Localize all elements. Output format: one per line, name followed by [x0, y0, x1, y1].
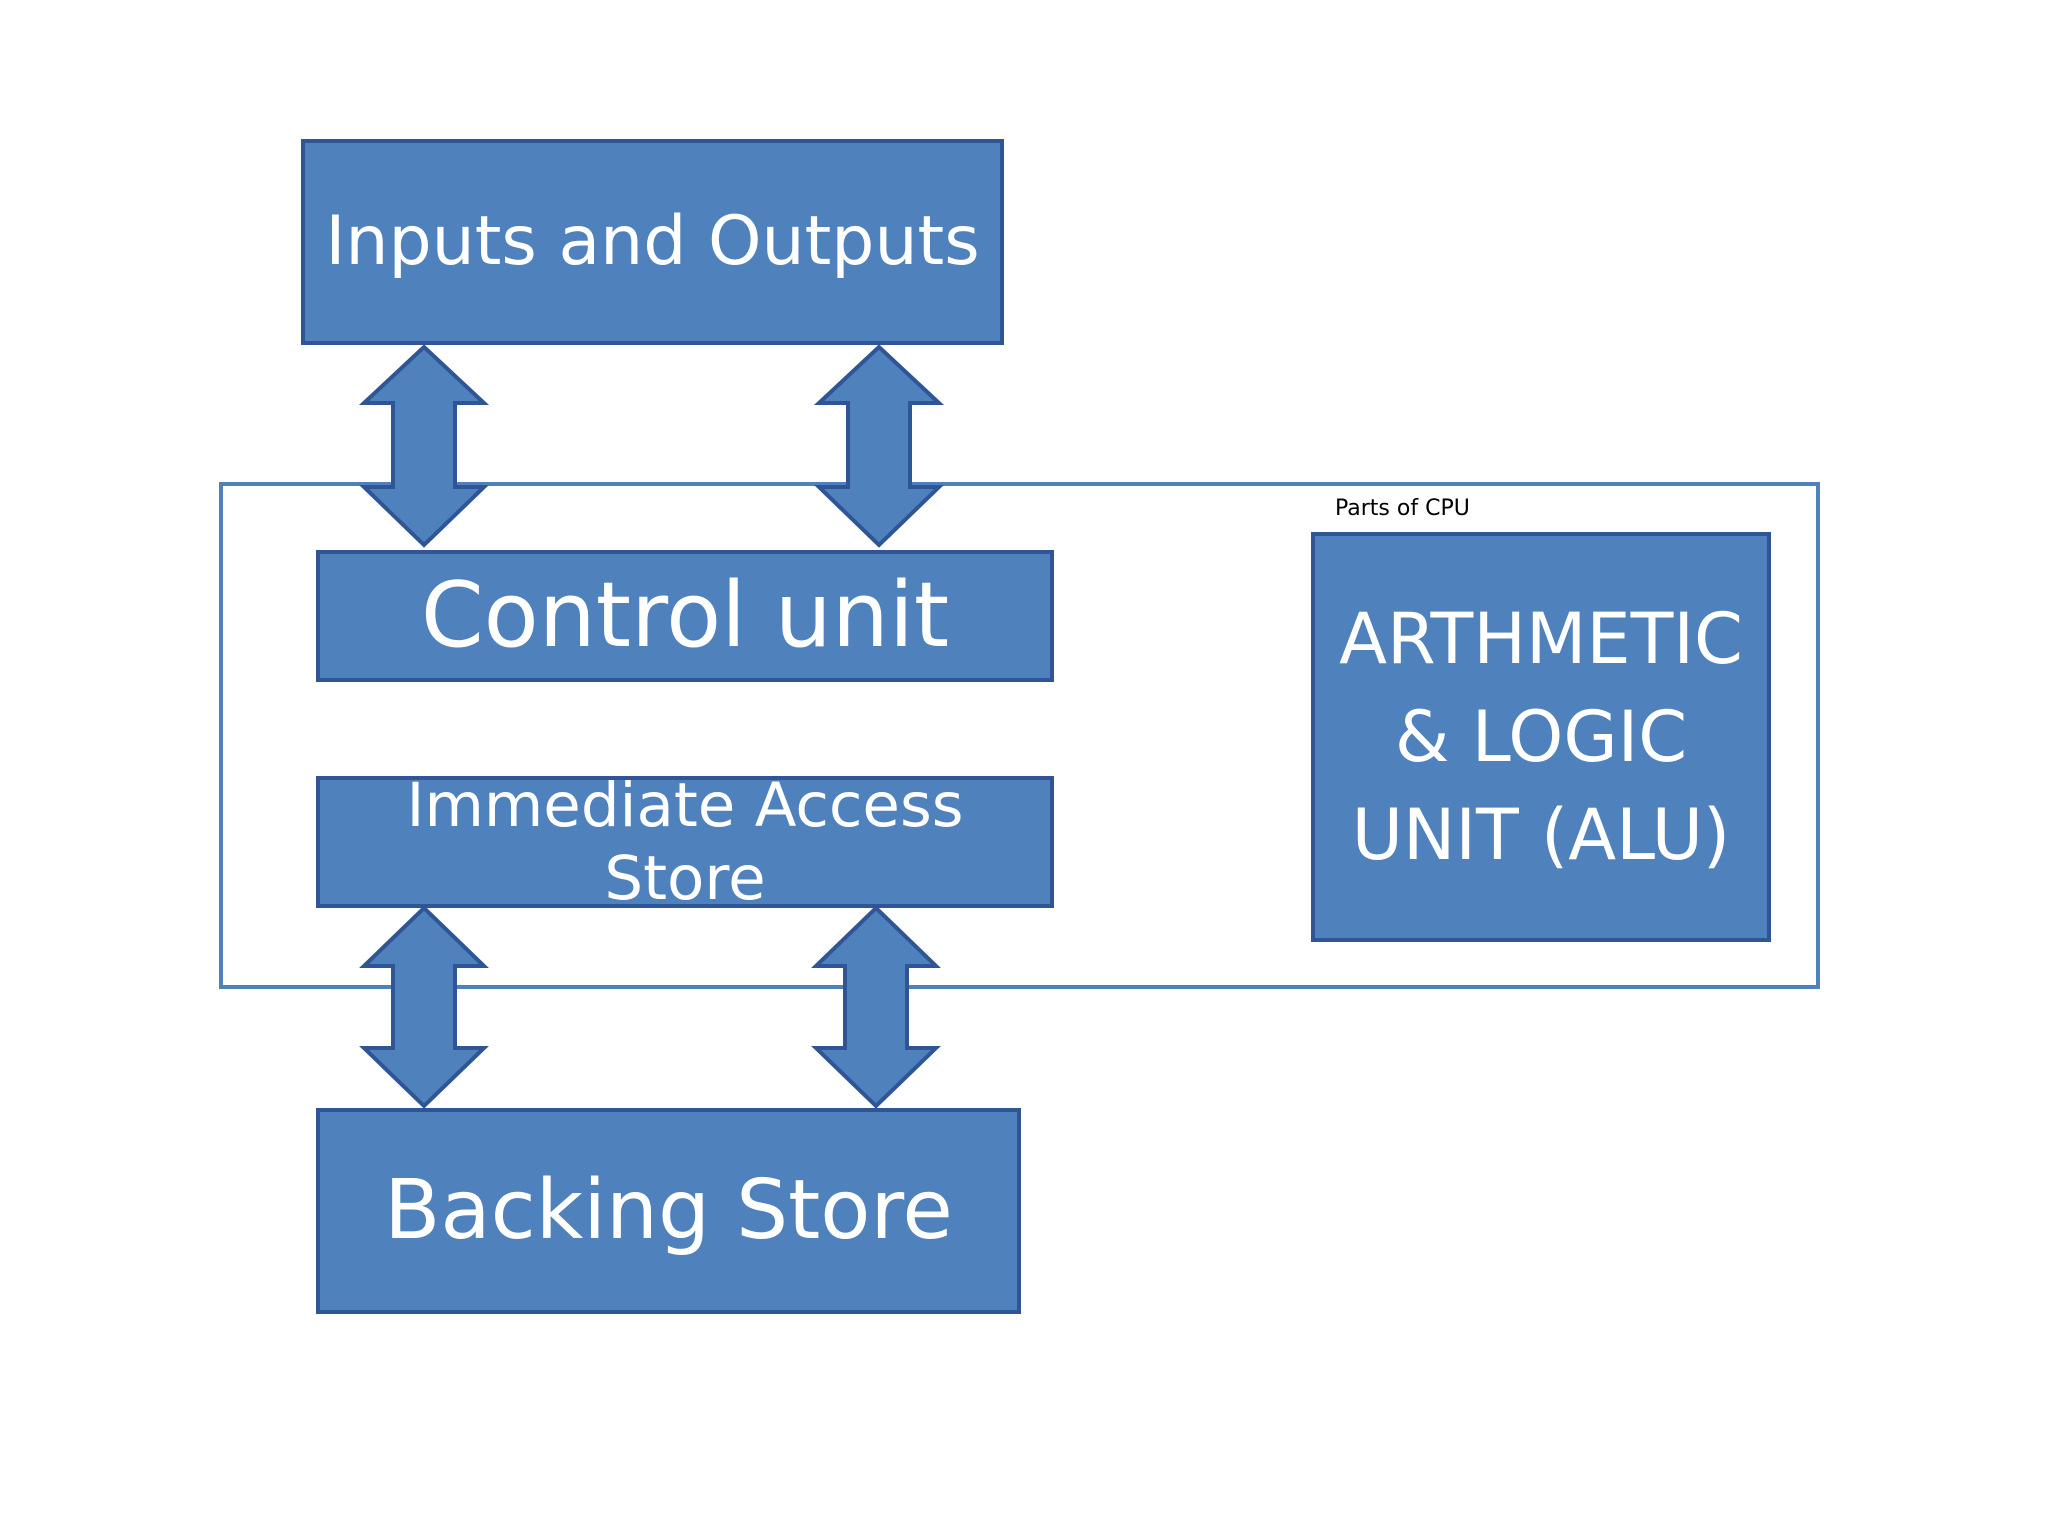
ias-backing-right-arrow — [811, 905, 941, 1109]
control-unit-box: Control unit — [316, 550, 1054, 682]
alu-box: ARTHMETIC & LOGIC UNIT (ALU) — [1311, 532, 1771, 942]
alu-label-line-2: & LOGIC — [1394, 696, 1688, 778]
inputs-outputs-label: Inputs and Outputs — [325, 202, 980, 282]
backing-store-label: Backing Store — [384, 1162, 953, 1258]
cpu-group-label: Parts of CPU — [1335, 496, 1470, 521]
cpu-group-frame — [219, 482, 1820, 989]
immediate-access-store-box: Immediate Access Store — [316, 770, 1054, 914]
alu-label: ARTHMETIC & LOGIC UNIT (ALU) — [1339, 590, 1743, 884]
alu-label-line-3: UNIT (ALU) — [1351, 794, 1731, 876]
io-control-right-arrow — [813, 344, 945, 548]
backing-store-box: Backing Store — [316, 1108, 1021, 1314]
ias-backing-left-arrow — [359, 905, 489, 1109]
alu-label-line-1: ARTHMETIC — [1339, 598, 1743, 680]
io-control-left-arrow — [358, 344, 490, 548]
inputs-outputs-box: Inputs and Outputs — [301, 139, 1004, 345]
control-unit-label: Control unit — [420, 563, 950, 668]
immediate-access-store-label: Immediate Access Store — [406, 769, 964, 914]
